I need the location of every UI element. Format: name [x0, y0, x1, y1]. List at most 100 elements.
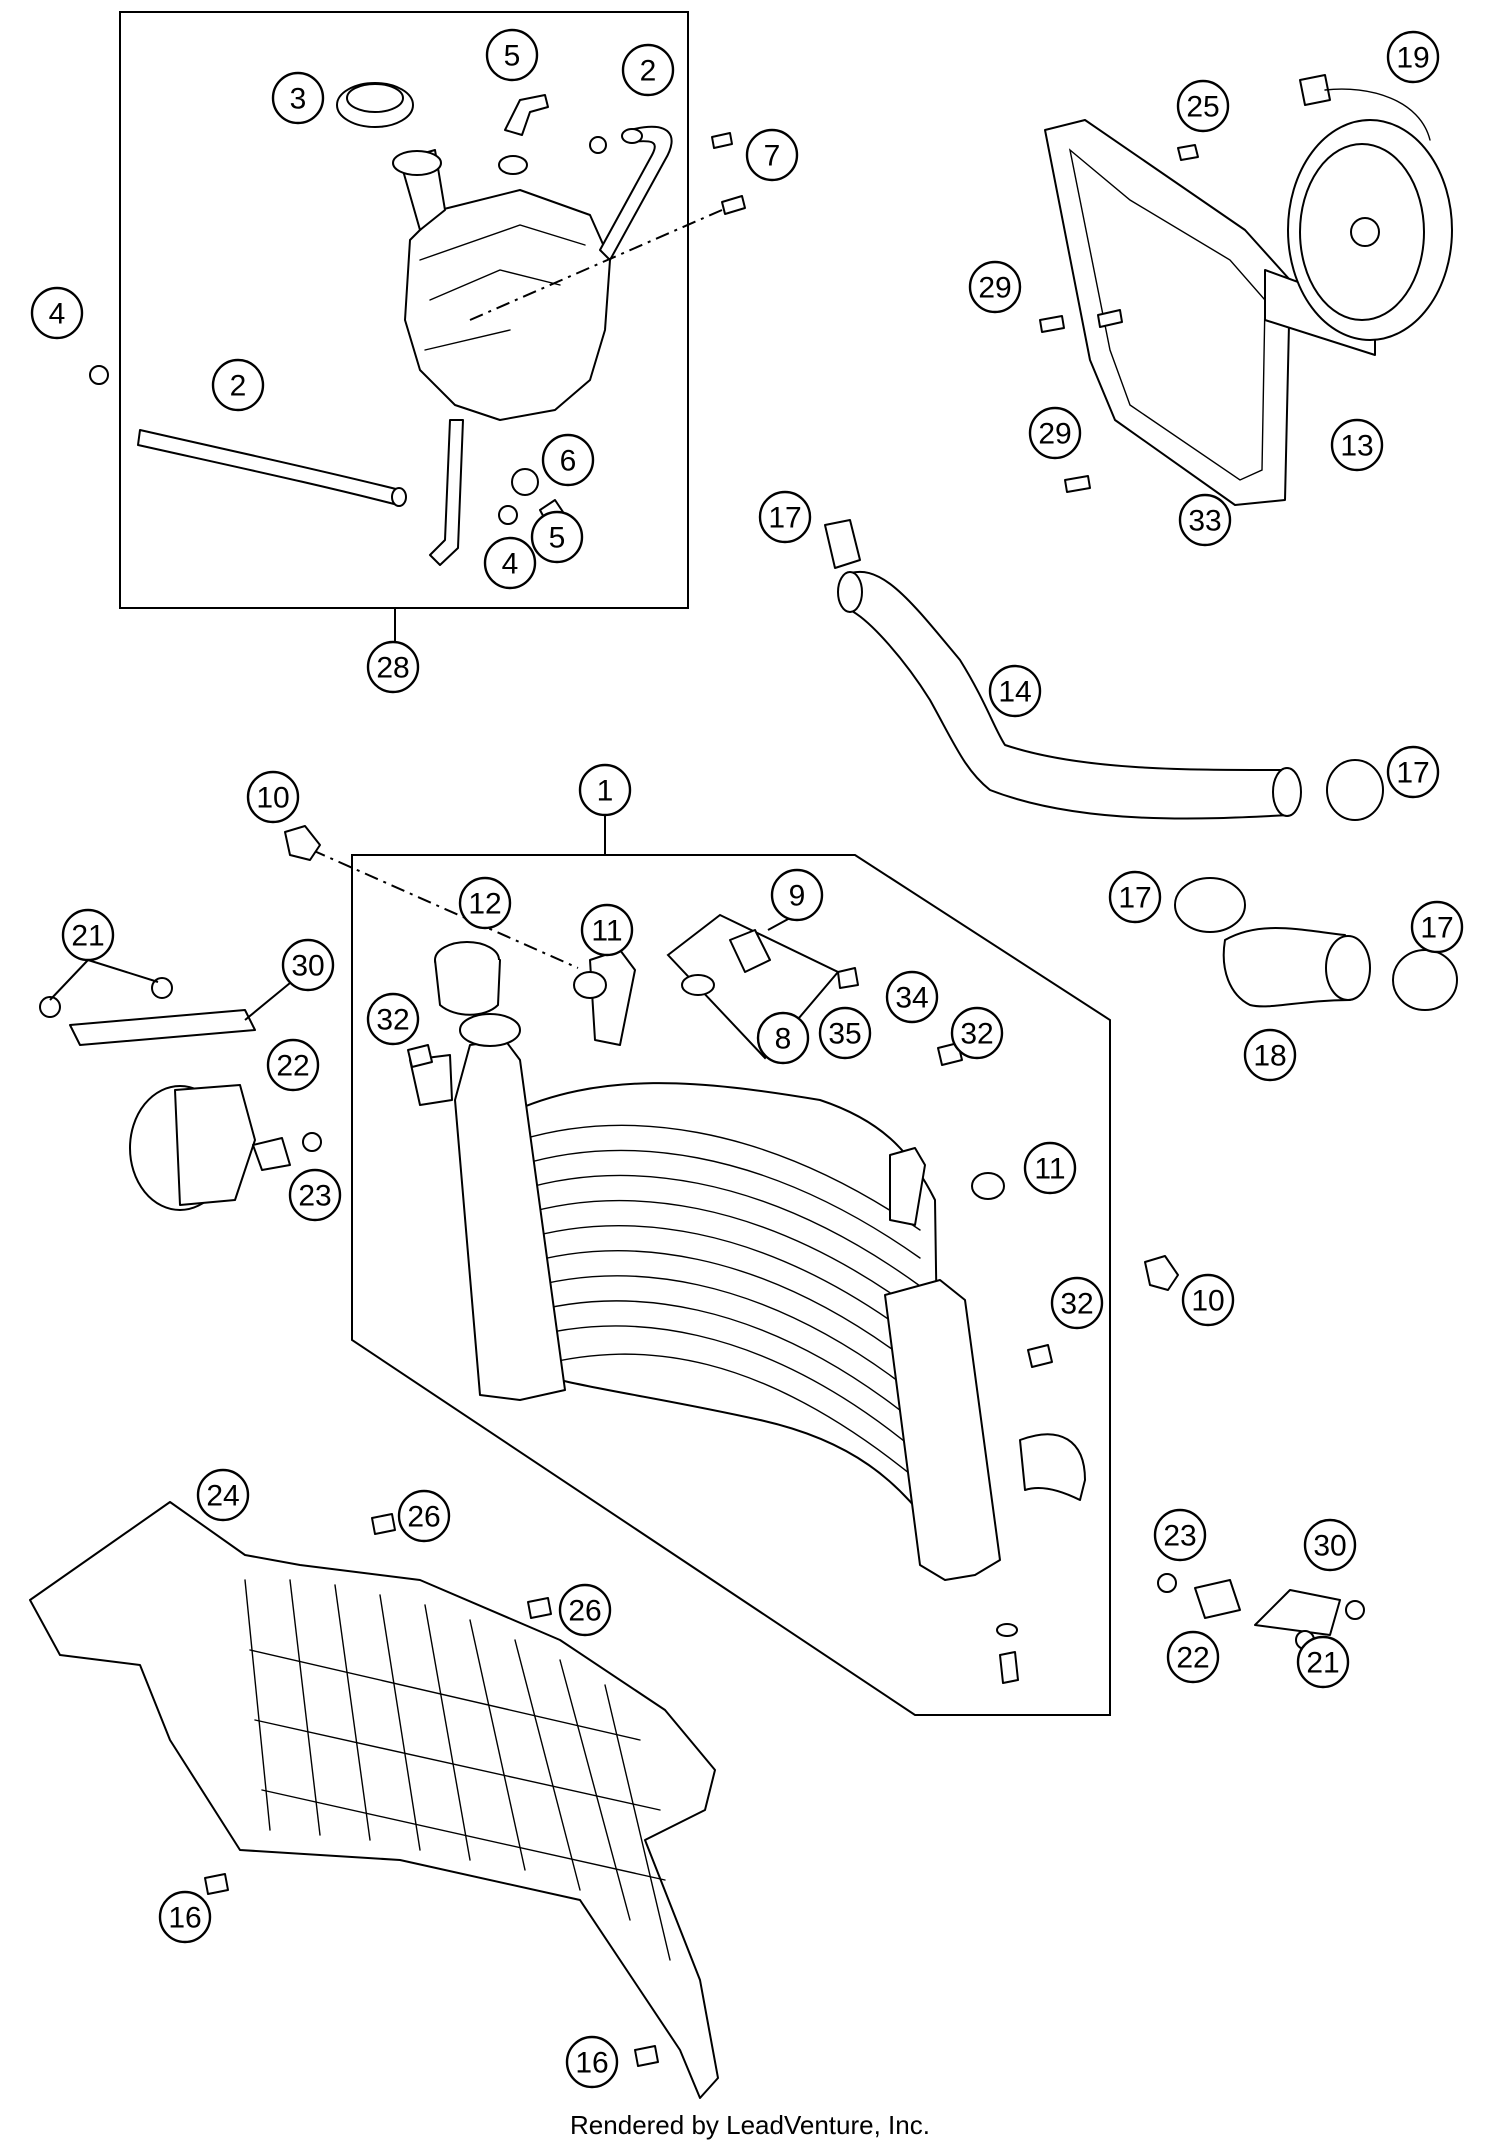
render-credit: Rendered by LeadVenture, Inc.	[570, 2110, 930, 2140]
callout-10: 10	[246, 770, 300, 824]
radiator-guard	[29, 1501, 719, 2099]
callout-number: 4	[49, 298, 66, 331]
callout-circle	[483, 536, 537, 590]
callout-3: 3	[271, 71, 325, 125]
screw-lower	[721, 195, 746, 215]
callout-26: 26	[397, 1489, 451, 1543]
callout-circle	[988, 664, 1042, 718]
callout-circle	[1386, 745, 1440, 799]
overflow-hose-upper	[599, 125, 673, 261]
callout-number: 28	[376, 652, 409, 685]
radiator-bracket-left	[409, 1054, 453, 1106]
callout-circle	[745, 128, 799, 182]
callout-circle	[885, 970, 939, 1024]
callout-circle	[1176, 79, 1230, 133]
callout-21: 21	[1296, 1635, 1350, 1689]
callout-number: 33	[1188, 505, 1221, 538]
callout-13: 13	[1330, 418, 1384, 472]
callout-number: 21	[71, 920, 104, 953]
guard-screw-16-b	[634, 2045, 659, 2067]
callout-number: 26	[568, 1595, 601, 1628]
hose-clamp-lower	[498, 505, 518, 525]
leader-21	[49, 959, 89, 1001]
callout-number: 2	[230, 370, 247, 403]
callout-number: 17	[1420, 912, 1453, 945]
callout-23: 23	[288, 1168, 342, 1222]
callout-circle	[1296, 1635, 1350, 1689]
callout-21: 21	[61, 908, 115, 962]
upper-radiator-hose	[844, 570, 1291, 820]
leader-21	[87, 959, 159, 983]
radiator-core	[504, 1082, 941, 1541]
horn-bracket-30	[69, 1009, 256, 1046]
screw-21-b	[151, 977, 173, 999]
temperature-sensor	[729, 929, 771, 973]
callout-29: 29	[968, 260, 1022, 314]
short-hose-end	[1325, 935, 1371, 1001]
callout-number: 8	[775, 1023, 792, 1056]
guard-screw-26-a	[371, 1513, 396, 1535]
hose-clamp-upper	[589, 136, 607, 154]
callout-22: 22	[1166, 1630, 1220, 1684]
upper-hose-assembly	[824, 519, 1384, 821]
callout-9: 9	[770, 868, 824, 922]
fitting-nipple	[511, 468, 539, 496]
radiator-cap-body	[434, 959, 501, 1016]
callout-number: 29	[978, 272, 1011, 305]
callout-23: 23	[1153, 1508, 1207, 1562]
rubber-damper-22-right	[1194, 1579, 1241, 1619]
callout-22: 22	[266, 1038, 320, 1092]
washer-bottom	[996, 1623, 1018, 1637]
bracket-30-right	[1254, 1589, 1341, 1636]
callout-circle	[756, 1011, 810, 1065]
callout-circle	[1303, 1518, 1357, 1572]
leader-9	[767, 917, 791, 931]
speed-nut-lower	[1027, 1344, 1053, 1368]
callout-number: 29	[1038, 418, 1071, 451]
horn-assembly	[39, 977, 322, 1211]
callout-12: 12	[458, 876, 512, 930]
expansion-tank	[404, 189, 611, 421]
callout-number: 32	[376, 1004, 409, 1037]
callout-number: 11	[591, 915, 622, 948]
callout-30: 30	[1303, 1518, 1357, 1572]
callout-number: 10	[1191, 1285, 1224, 1318]
hose-clamp-17-b	[1326, 759, 1384, 821]
callout-circle	[266, 1038, 320, 1092]
guard-screw-16-a	[204, 1873, 229, 1895]
callout-number: 7	[764, 140, 781, 173]
callout-number: 17	[1396, 757, 1429, 790]
callout-17: 17	[1386, 745, 1440, 799]
callout-5: 5	[530, 510, 584, 564]
callout-circle	[950, 1006, 1004, 1060]
screw-axis	[469, 209, 723, 321]
hose-clamp-17-a	[824, 519, 861, 569]
callout-circle	[30, 286, 84, 340]
tank-contour	[419, 224, 586, 351]
callout-number: 4	[502, 548, 519, 581]
guard-screw-26-b	[527, 1597, 552, 1619]
callout-circle	[281, 938, 335, 992]
callout-number: 22	[1176, 1642, 1209, 1675]
shroud-screw-top	[1177, 144, 1199, 161]
callout-circle	[1166, 1630, 1220, 1684]
rubber-grommet-upper	[573, 971, 607, 999]
hose-end	[621, 128, 643, 144]
radiator-fins	[519, 1124, 921, 1483]
collar-bolt-left	[284, 825, 321, 861]
callout-34: 34	[885, 970, 939, 1024]
callout-4: 4	[30, 286, 84, 340]
callout-number: 32	[960, 1018, 993, 1051]
callout-circle	[1050, 1276, 1104, 1330]
speed-nut-left	[407, 1044, 433, 1068]
callout-circle	[1181, 1273, 1235, 1327]
callout-circle	[458, 876, 512, 930]
callout-16: 16	[158, 1890, 212, 1944]
callout-number: 17	[1118, 882, 1151, 915]
callout-32: 32	[366, 992, 420, 1046]
callout-14: 14	[988, 664, 1042, 718]
drain-hose	[429, 419, 464, 566]
callout-number: 12	[468, 888, 501, 921]
shroud-screw-2	[1039, 315, 1065, 333]
